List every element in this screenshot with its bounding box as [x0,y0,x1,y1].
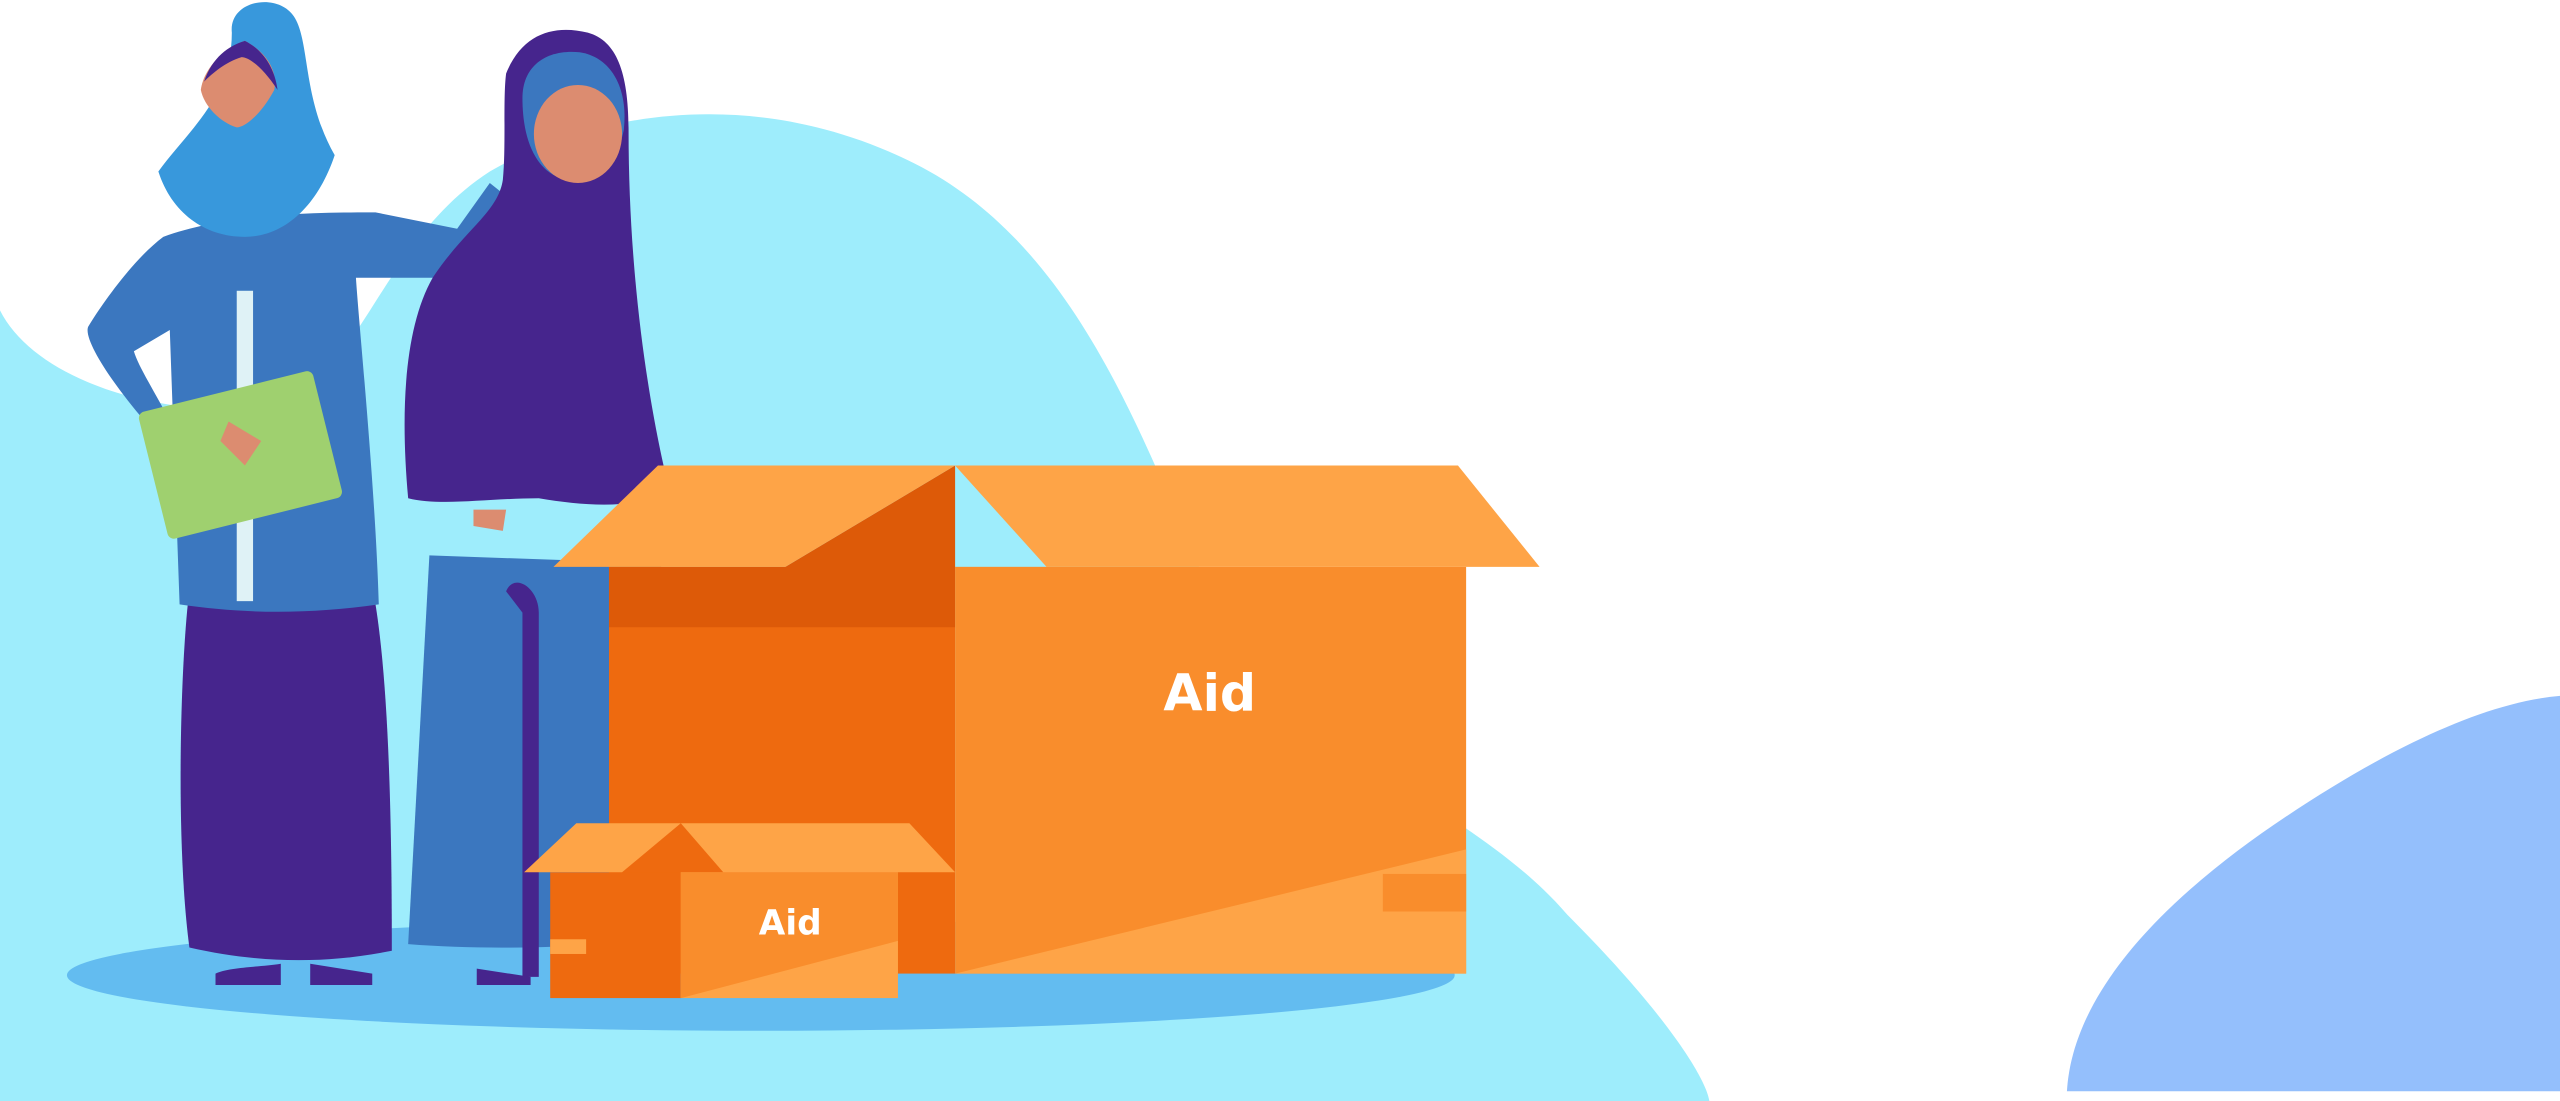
right-blob [2066,695,2560,1092]
small-box-label: Aid [759,903,822,943]
large-aid-box: Aid [553,465,1540,974]
large-box-label: Aid [1163,664,1256,723]
small-aid-box: Aid [524,823,956,999]
woman-with-clipboard [87,2,507,986]
